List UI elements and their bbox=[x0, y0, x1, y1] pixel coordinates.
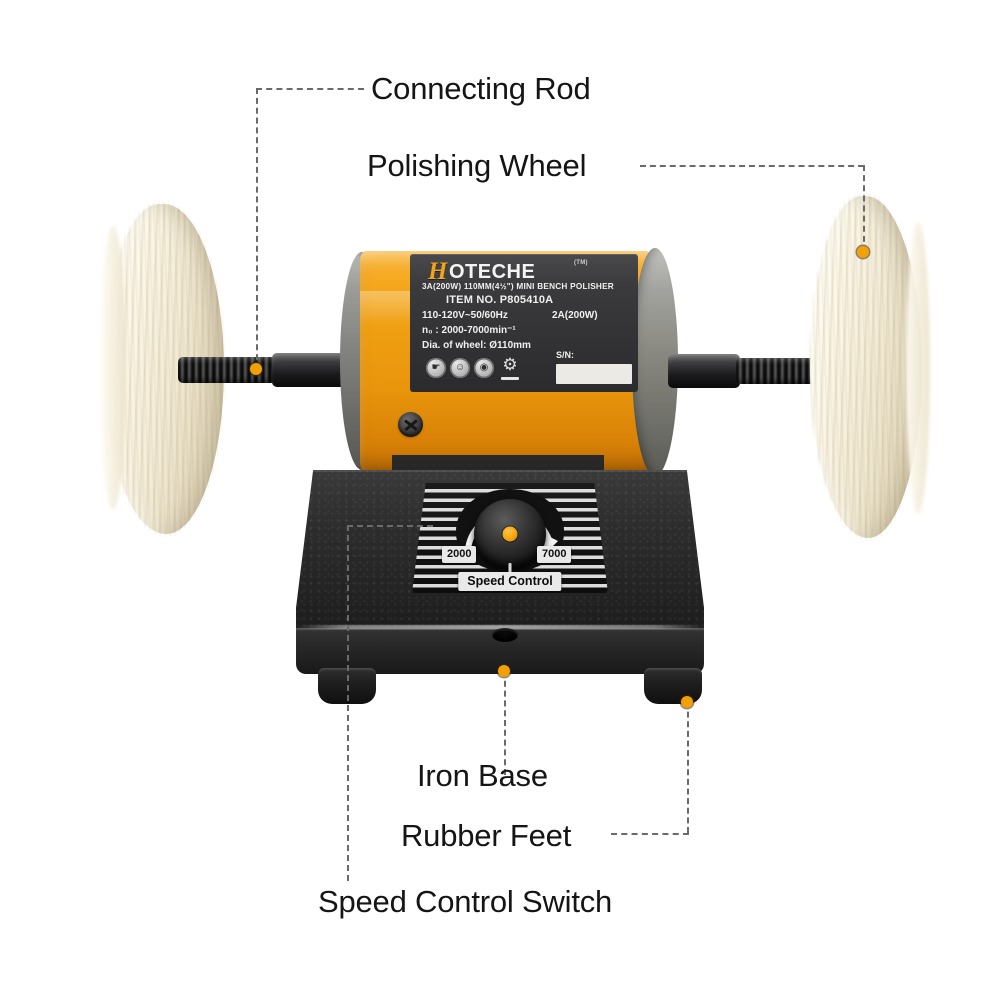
anchor-dot-rubber-feet bbox=[681, 696, 693, 708]
callout-speed-control-switch: Speed Control Switch bbox=[318, 884, 613, 919]
speed-control-knob[interactable] bbox=[474, 499, 546, 569]
base-mounting-hole bbox=[492, 628, 518, 642]
brand-logo-initial: H bbox=[428, 258, 448, 285]
spec-product-title: 3A(200W) 110MM(4½") MINI BENCH POLISHER bbox=[422, 282, 614, 291]
callout-polishing-wheel: Polishing Wheel bbox=[367, 148, 587, 183]
leader-connecting-rod-vertical bbox=[256, 88, 258, 370]
speed-control-panel[interactable]: 2000 7000 Speed Control bbox=[412, 483, 608, 593]
callout-iron-base: Iron Base bbox=[417, 758, 548, 793]
brand-logo: H OTECHE (TM) bbox=[422, 258, 626, 285]
leader-rubber-feet-vertical bbox=[687, 702, 689, 833]
leader-polishing-wheel-vertical bbox=[863, 165, 865, 252]
speed-control-label: Speed Control bbox=[458, 572, 562, 591]
connecting-rod-left-shaft bbox=[272, 353, 346, 387]
trademark-symbol: (TM) bbox=[574, 260, 588, 266]
spec-speed-range: n₀ : 2000-7000min⁻¹ bbox=[422, 325, 516, 336]
serial-number-label: S/N: bbox=[556, 350, 574, 360]
anchor-dot-polishing-wheel bbox=[857, 246, 869, 258]
spec-voltage: 110-120V~50/60Hz bbox=[422, 310, 508, 321]
brand-logo-text: OTECHE bbox=[449, 261, 536, 283]
leader-connecting-rod-horizontal bbox=[256, 88, 364, 90]
spec-item-number: ITEM NO. P805410A bbox=[446, 294, 554, 306]
wear-eye-protection-icon: ◉ bbox=[474, 358, 494, 378]
leader-rubber-feet-horizontal bbox=[611, 833, 689, 835]
anchor-dot-connecting-rod bbox=[250, 363, 262, 375]
leader-polishing-wheel-horizontal bbox=[640, 165, 864, 167]
anchor-dot-iron-base bbox=[498, 665, 510, 677]
wear-mask-icon: ☺ bbox=[450, 358, 470, 378]
rubber-foot-right bbox=[644, 668, 702, 704]
spec-power: 2A(200W) bbox=[552, 310, 598, 321]
leader-iron-base-vertical bbox=[504, 671, 506, 775]
wheel-right-fuzz bbox=[906, 222, 930, 514]
read-manual-icon: ☛ bbox=[426, 358, 446, 378]
serial-number-field bbox=[556, 364, 632, 384]
motor-housing-screw bbox=[398, 412, 423, 437]
leader-speed-control-vertical bbox=[347, 525, 349, 881]
weee-bin-icon: ⚙ bbox=[499, 356, 521, 380]
leader-speed-control-horizontal bbox=[347, 525, 433, 527]
spec-wheel-diameter: Dia. of wheel: Ø110mm bbox=[422, 340, 531, 351]
spec-label-plate: H OTECHE (TM) 3A(200W) 110MM(4½") MINI B… bbox=[410, 254, 638, 392]
connecting-rod-right-shaft bbox=[668, 354, 740, 388]
speed-min-badge: 2000 bbox=[442, 546, 477, 563]
callout-connecting-rod: Connecting Rod bbox=[371, 71, 591, 106]
callout-rubber-feet: Rubber Feet bbox=[401, 818, 572, 853]
speed-max-badge: 7000 bbox=[537, 546, 572, 563]
wheel-left-fuzz bbox=[100, 226, 126, 510]
